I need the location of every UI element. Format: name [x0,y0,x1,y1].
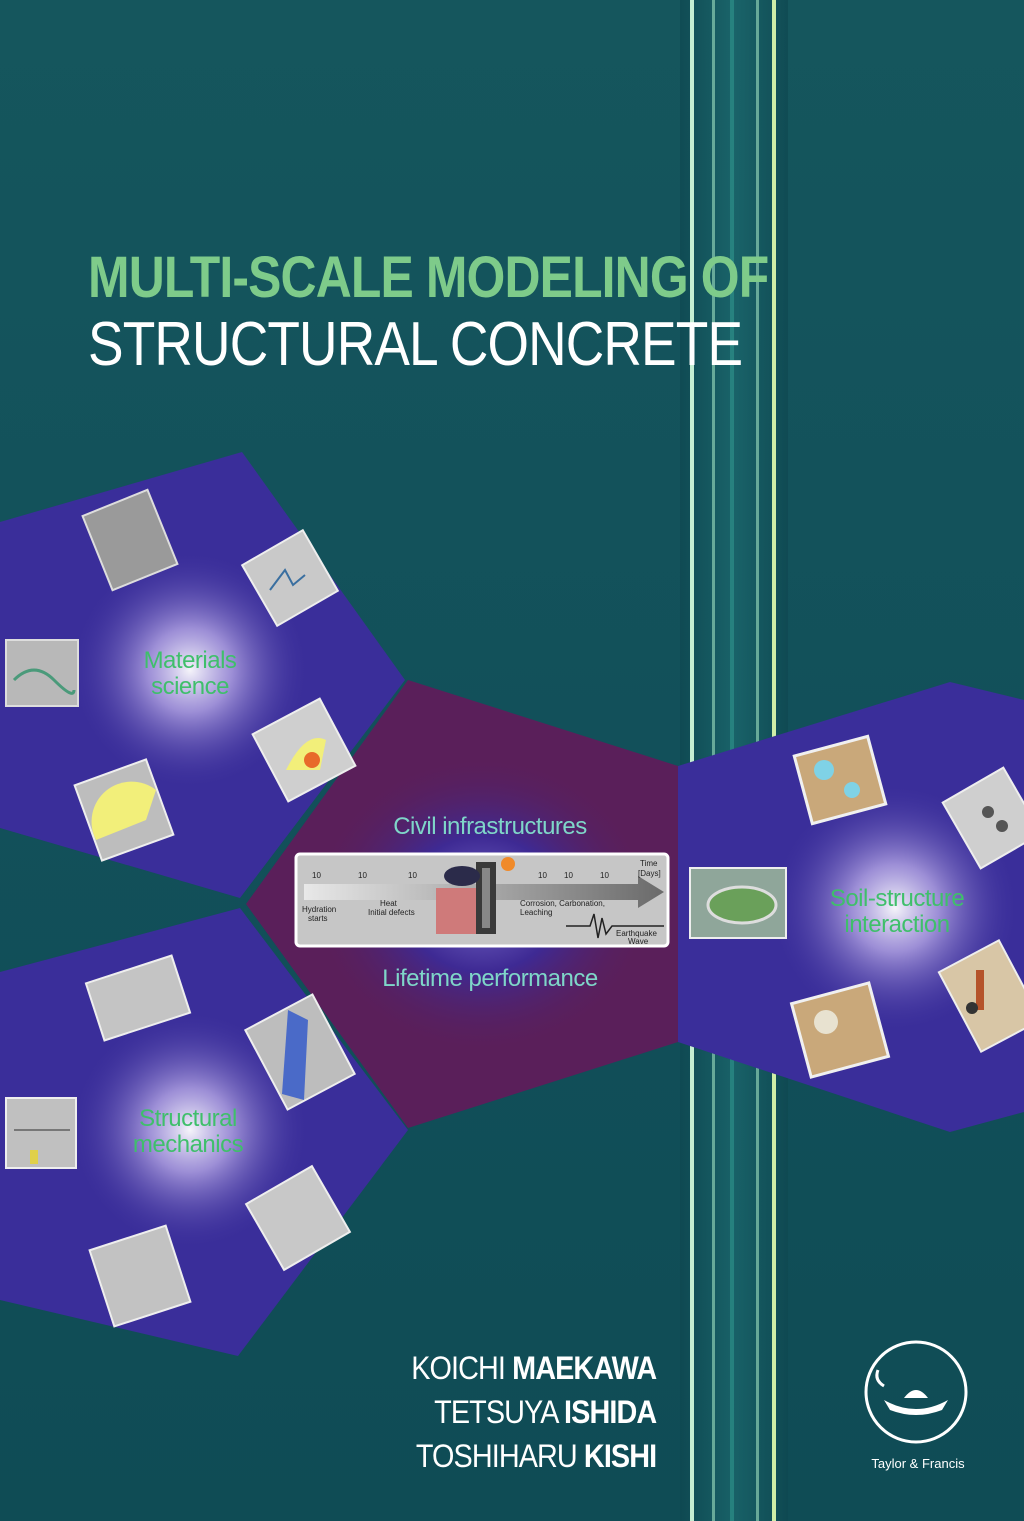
author-2: TETSUYA ISHIDA [433,1394,657,1430]
author-1: KOICHI MAEKAWA [410,1350,657,1386]
title-line-1: MULTI-SCALE MODELING OF [88,245,769,310]
materials-thumb-4 [251,697,357,803]
structural-thumb-3 [5,1097,77,1169]
svg-text:10 10 10: 10 10 10 10 10 10 Time [Days] Hydration … [302,859,663,946]
structural-thumb-4 [244,1164,352,1272]
soil-thumb-5 [789,981,891,1079]
soil-thumb-1 [792,734,888,826]
materials-thumb-2 [240,528,340,628]
cloud-icon [444,866,480,886]
materials-label: Materials science [143,647,237,700]
seismic-wave [566,913,664,939]
structural-label: Structural mechanics [132,1105,244,1158]
lamp-icon [884,1400,948,1415]
civil-infrastructures-label: Civil infrastructures [393,813,587,840]
timeline-tick-5: 10 [564,871,573,880]
materials-thumb-1 [81,488,179,592]
timeline-tick-3: 10 [408,871,417,880]
materials-thumb-3 [5,639,79,707]
author-list: KOICHI MAEKAWA TETSUYA ISHIDA TOSHIHARU … [384,1346,657,1478]
soil-thumb-4 [937,938,1024,1054]
materials-thumb-5 [73,758,175,862]
structural-thumb-2 [243,993,357,1111]
publisher-name: Taylor & Francis [871,1456,965,1471]
structural-thumb-1 [84,954,192,1042]
timeline-axis-label: Time [640,859,658,868]
timeline-tick-4: 10 [538,871,547,880]
structural-thumb-5 [88,1224,192,1328]
soil-label: Soil-structure interaction [829,885,965,938]
soil-thumb-2 [941,766,1024,870]
soil-thumb-3 [689,867,787,939]
sun-icon [501,857,515,871]
timeline-tick-1: 10 [312,871,321,880]
timeline-diagram: 10 10 10 10 10 10 Time [Days] Hydration … [294,852,670,948]
title-line-2: STRUCTURAL CONCRETE [88,310,743,379]
timeline-tick-6: 10 [600,871,609,880]
timeline-tick-2: 10 [358,871,367,880]
author-3: TOSHIHARU KISHI [415,1438,657,1474]
lifetime-performance-label: Lifetime performance [382,965,598,992]
book-title: MULTI-SCALE MODELING OF STRUCTURAL CONCR… [88,246,808,380]
publisher-logo [864,1340,968,1444]
stripe-line-1 [690,0,694,1521]
